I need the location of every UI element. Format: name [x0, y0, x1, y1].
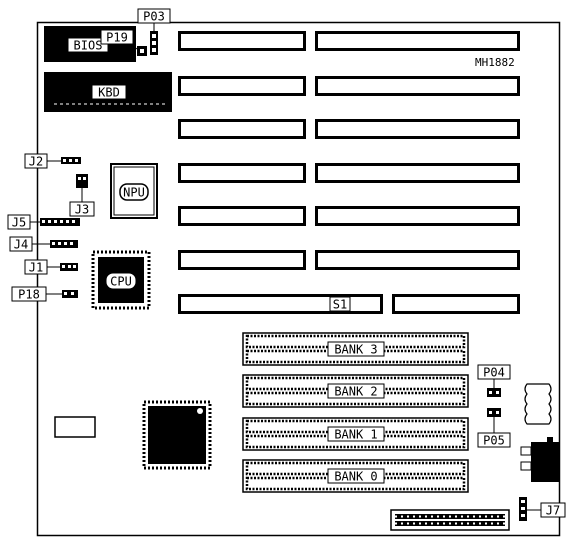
p19-jumper: P19	[100, 29, 147, 56]
npu-label: NPU	[123, 186, 145, 200]
j4-jumper: J4	[9, 236, 78, 252]
bios-label: BIOS	[74, 39, 103, 53]
j4-label: J4	[14, 238, 28, 252]
expansion-slot-s1	[178, 294, 383, 314]
memory-bank-1: BANK 1	[242, 417, 469, 451]
memory-bank-label: BANK 1	[334, 428, 377, 442]
j5-label: J5	[12, 216, 26, 230]
p18-label: P18	[18, 288, 40, 302]
expansion-slot	[178, 76, 306, 96]
expansion-slot	[315, 119, 520, 139]
j1-jumper: J1	[24, 259, 78, 275]
expansion-slot	[315, 76, 520, 96]
expansion-slots: S1	[178, 31, 520, 314]
j1-label: J1	[29, 261, 43, 275]
expansion-slot	[178, 119, 306, 139]
expansion-slot	[178, 250, 306, 270]
j7-jumper: J7	[519, 497, 566, 521]
cpu-chip: CPU	[91, 250, 151, 310]
chipset	[142, 400, 212, 470]
expansion-slot	[178, 31, 306, 51]
pin-header	[390, 509, 510, 531]
expansion-slot	[178, 206, 306, 226]
battery-outline	[524, 383, 552, 425]
kbd-label: KBD	[98, 86, 120, 100]
j2-label: J2	[29, 155, 43, 169]
p04-label: P04	[483, 366, 505, 380]
memory-bank-label: BANK 2	[334, 385, 377, 399]
expansion-slot	[315, 250, 520, 270]
memory-bank-3: BANK 3	[242, 332, 469, 366]
cpu-label: CPU	[110, 275, 132, 289]
j3-label: J3	[75, 203, 89, 217]
j5-jumper: J5	[7, 214, 80, 230]
p04-jumper: P04	[477, 364, 511, 397]
j7-label: J7	[546, 504, 560, 518]
p05-label: P05	[483, 434, 505, 448]
expansion-slot	[315, 31, 520, 51]
npu-socket: NPU	[110, 163, 158, 219]
board-id: MH1882	[475, 56, 515, 69]
kbd-chip: KBD	[44, 72, 172, 112]
j2-jumper: J2	[24, 153, 81, 169]
p05-jumper: P05	[477, 408, 511, 448]
j3-jumper: J3	[69, 174, 95, 217]
expansion-slot	[315, 206, 520, 226]
expansion-slot	[392, 294, 520, 314]
memory-bank-label: BANK 3	[334, 343, 377, 357]
expansion-slot	[178, 163, 306, 183]
p18-jumper: P18	[11, 286, 78, 302]
keyboard-connector	[520, 437, 559, 482]
p03-label: P03	[143, 10, 165, 24]
crystal	[54, 416, 96, 438]
s1-label: S1	[333, 298, 347, 312]
memory-bank-2: BANK 2	[242, 374, 469, 408]
p19-label: P19	[106, 31, 128, 45]
expansion-slot	[315, 163, 520, 183]
memory-banks: BANK 3 BANK 2 BANK 1 BANK 0	[242, 332, 469, 493]
memory-bank-0: BANK 0	[242, 459, 469, 493]
memory-bank-label: BANK 0	[334, 470, 377, 484]
p03-jumper: P03	[137, 8, 171, 55]
